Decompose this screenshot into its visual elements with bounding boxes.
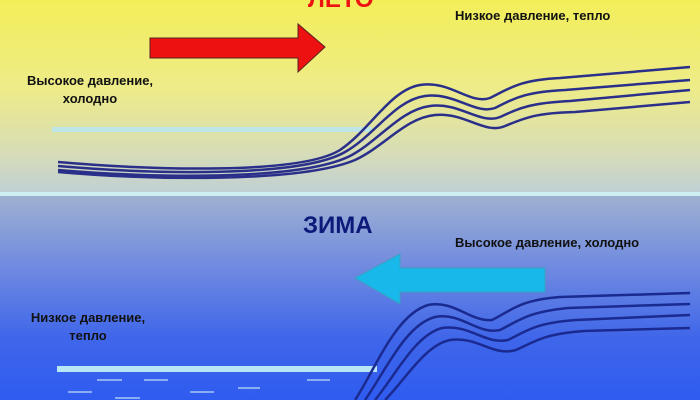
summer-land-lines: [57, 65, 691, 180]
winter-right-label: Высокое давление, холодно: [455, 235, 640, 250]
winter-land-lines: [353, 291, 691, 400]
summer-left-label-line1: Высокое давление,: [26, 73, 154, 88]
panel-divider: [0, 192, 700, 196]
winter-sea-line: [57, 366, 377, 372]
summer-sea-line: [52, 127, 372, 132]
summer-title: ЛЕТО: [308, 0, 374, 14]
winter-left-label-line1: Низкое давление,: [30, 310, 146, 325]
summer-right-label: Низкое давление, тепло: [455, 8, 611, 23]
summer-left-label-line2: холодно: [62, 91, 118, 106]
winter-sea-waves: [68, 379, 330, 399]
summer-left-label: Высокое давление, холодно: [20, 72, 160, 108]
winter-left-label: Низкое давление, тепло: [18, 309, 158, 345]
winter-left-label-line2: тепло: [69, 328, 107, 343]
summer-wind-arrow: [149, 22, 326, 74]
winter-wind-arrow: [353, 253, 546, 305]
winter-title: ЗИМА: [303, 212, 373, 239]
